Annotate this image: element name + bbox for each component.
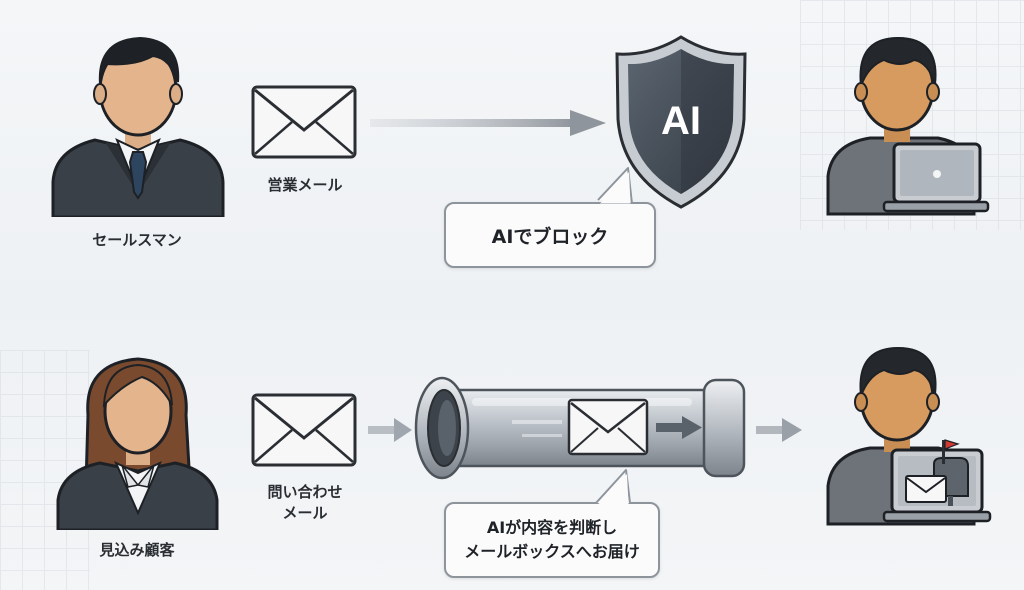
ai-pipe-icon	[414, 376, 746, 480]
inquiry-mail-label-line2: メール	[282, 504, 328, 522]
bottom-flow-arrow-in	[368, 418, 412, 442]
salesman-icon	[51, 36, 225, 217]
sales-mail-label: 営業メール	[267, 176, 343, 194]
block-callout: AIでブロック	[444, 202, 656, 268]
callout-line1: AIが内容を判断し	[486, 518, 618, 537]
salesman-label: セールスマン	[92, 231, 182, 249]
prospective-customer-icon	[56, 357, 219, 530]
top-flow-arrow	[370, 110, 606, 136]
recipient-mailbox-icon	[826, 346, 992, 526]
mailbox-delivery-callout: AIが内容を判断し メールボックスへお届け	[444, 502, 660, 578]
prospective-customer-label: 見込み顧客	[99, 541, 175, 559]
sales-mail-envelope-icon	[251, 85, 357, 159]
inquiry-mail-label-line1: 問い合わせ	[267, 483, 343, 501]
callout-line2: メールボックスへお届け	[464, 542, 640, 561]
shield-text: AI	[661, 99, 701, 143]
bottom-flow-arrow-out	[756, 418, 802, 442]
inquiry-mail-envelope-icon	[251, 393, 357, 467]
ai-shield-icon: AI	[615, 35, 747, 209]
block-callout-text: AIでブロック	[491, 225, 609, 248]
recipient-laptop-icon	[826, 36, 990, 216]
